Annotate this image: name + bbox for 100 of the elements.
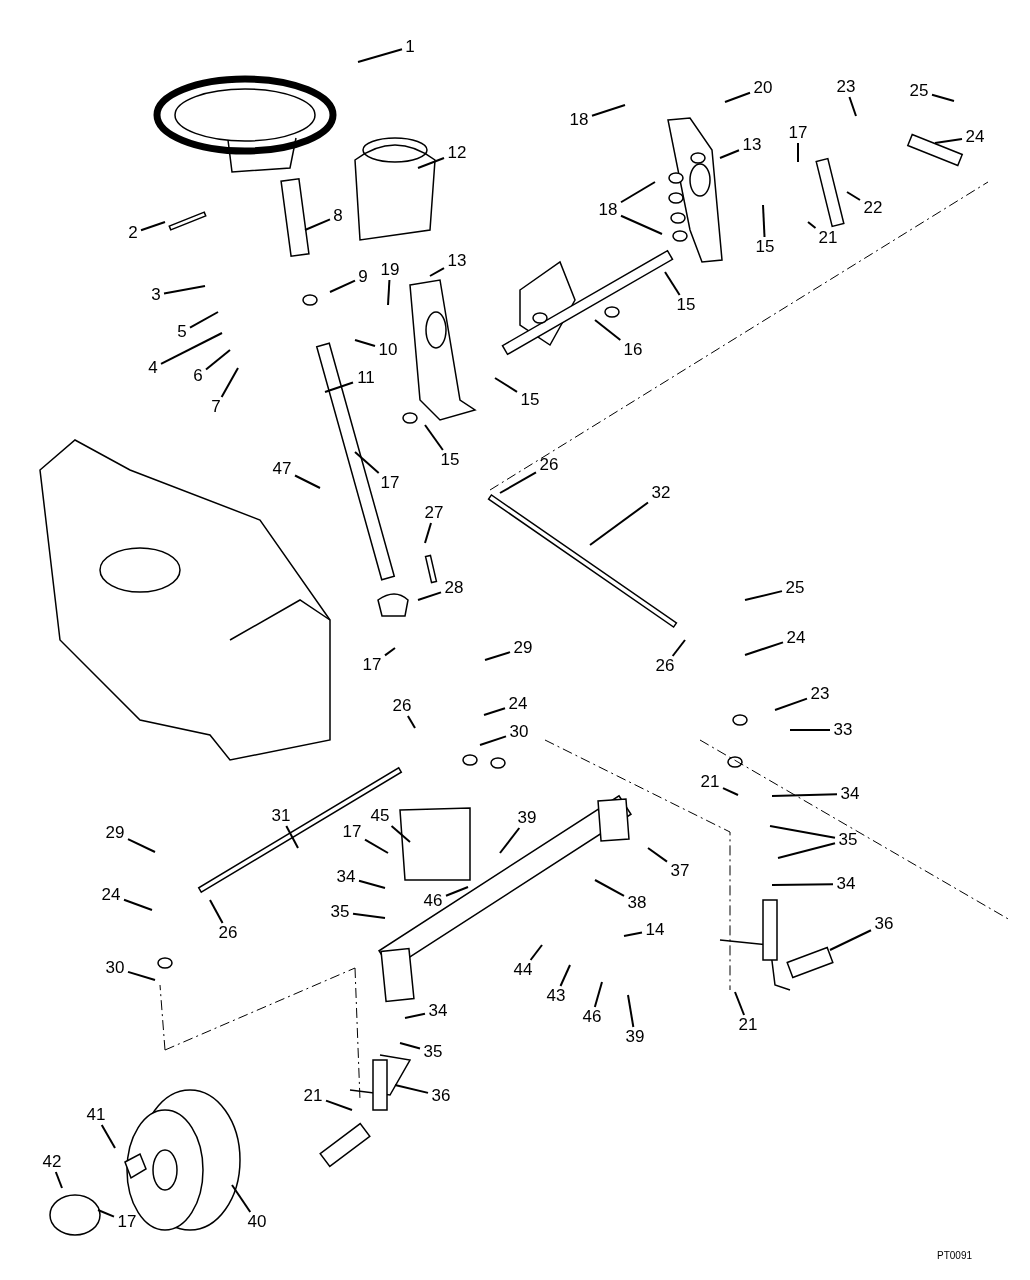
leader-line: [722, 787, 739, 796]
leader-line: [484, 651, 511, 661]
leader-line: [499, 471, 537, 494]
callout-number: 13: [446, 251, 468, 271]
leader-line: [417, 157, 445, 169]
callout-number: 29: [512, 638, 534, 658]
callout-number: 18: [568, 110, 590, 130]
leader-line: [294, 474, 321, 489]
callout-number: 46: [422, 891, 444, 911]
leader-line: [123, 898, 153, 911]
leader-line: [364, 838, 389, 854]
leader-line: [724, 91, 751, 103]
leader-line: [429, 267, 445, 277]
callout-number: 1: [404, 37, 416, 57]
callout-number: 45: [369, 806, 391, 826]
leader-line: [664, 271, 681, 296]
callout-number: 26: [654, 656, 676, 676]
callout-number: 18: [597, 200, 619, 220]
callout-number: 26: [538, 455, 560, 475]
leader-line: [358, 879, 386, 889]
leader-line: [620, 214, 663, 235]
leader-line: [220, 367, 239, 398]
leader-line: [771, 793, 838, 797]
callout-number: 36: [873, 914, 895, 934]
leader-line: [594, 319, 622, 341]
leader-line: [771, 883, 834, 886]
callout-number: 17: [379, 473, 401, 493]
callout-number: 34: [839, 784, 861, 804]
leader-line: [931, 93, 955, 102]
leader-line: [390, 825, 411, 843]
callout-number: 35: [422, 1042, 444, 1062]
leader-line: [160, 332, 223, 365]
leader-line: [807, 221, 817, 229]
callout-number: 24: [785, 628, 807, 648]
callout-number: 11: [356, 368, 376, 388]
callout-number: 41: [85, 1105, 107, 1125]
callout-number: 38: [626, 893, 648, 913]
callout-number: 13: [741, 135, 763, 155]
drawing-number: PT0091: [937, 1250, 973, 1261]
callout-number: 43: [545, 986, 567, 1006]
callout-number: 34: [835, 874, 857, 894]
callout-number: 33: [832, 720, 854, 740]
leader-line: [189, 311, 219, 329]
callout-number: 19: [379, 260, 401, 280]
callout-number: 25: [784, 578, 806, 598]
leader-line: [829, 929, 872, 951]
callout-number: 34: [335, 867, 357, 887]
leader-line: [620, 181, 656, 204]
callout-number: 15: [675, 295, 697, 315]
callout-number: 20: [752, 78, 774, 98]
leader-line: [205, 349, 231, 371]
callout-number: 5: [176, 322, 188, 342]
leader-line: [589, 501, 649, 546]
leader-line: [399, 1042, 421, 1050]
callout-number: 39: [624, 1027, 646, 1047]
callout-number: 25: [908, 81, 930, 101]
leader-line: [774, 697, 808, 711]
leader-line: [394, 1084, 429, 1094]
callout-number: 35: [329, 902, 351, 922]
callout-number: 39: [516, 808, 538, 828]
leader-line: [329, 279, 356, 293]
callout-number: 21: [737, 1015, 759, 1035]
leader-line: [671, 639, 686, 657]
callout-number: 24: [507, 694, 529, 714]
callout-number: 26: [391, 696, 413, 716]
leader-line: [127, 838, 156, 853]
leader-line: [479, 735, 507, 746]
leader-line: [789, 729, 831, 731]
leader-line: [97, 1209, 115, 1218]
callout-number: 21: [302, 1086, 324, 1106]
callout-number: 15: [754, 237, 776, 257]
leader-line: [744, 590, 783, 601]
leader-line: [324, 381, 354, 393]
leader-line: [231, 1184, 252, 1213]
callout-number: 30: [508, 722, 530, 742]
callout-number: 17: [116, 1212, 138, 1232]
leader-line: [734, 991, 746, 1016]
leader-line: [777, 842, 836, 859]
callout-number: 14: [644, 920, 666, 940]
leader-line: [591, 104, 626, 117]
callout-number: 12: [446, 143, 468, 163]
callout-number: 23: [835, 77, 857, 97]
leader-line: [209, 899, 224, 924]
callout-number: 29: [104, 823, 126, 843]
callout-number: 7: [210, 397, 222, 417]
leader-line: [769, 825, 836, 839]
callout-number: 17: [341, 822, 363, 842]
callout-number: 22: [862, 198, 884, 218]
leader-line: [627, 994, 635, 1028]
leader-line: [424, 522, 432, 544]
leader-line: [424, 424, 444, 451]
callout-number: 34: [427, 1001, 449, 1021]
leader-line: [417, 591, 442, 601]
leader-line: [384, 647, 396, 657]
callout-number: 23: [809, 684, 831, 704]
callout-number: 21: [817, 228, 839, 248]
callout-number: 24: [964, 127, 986, 147]
leader-line: [594, 879, 625, 897]
callout-number: 15: [519, 390, 541, 410]
callout-number: 30: [104, 958, 126, 978]
